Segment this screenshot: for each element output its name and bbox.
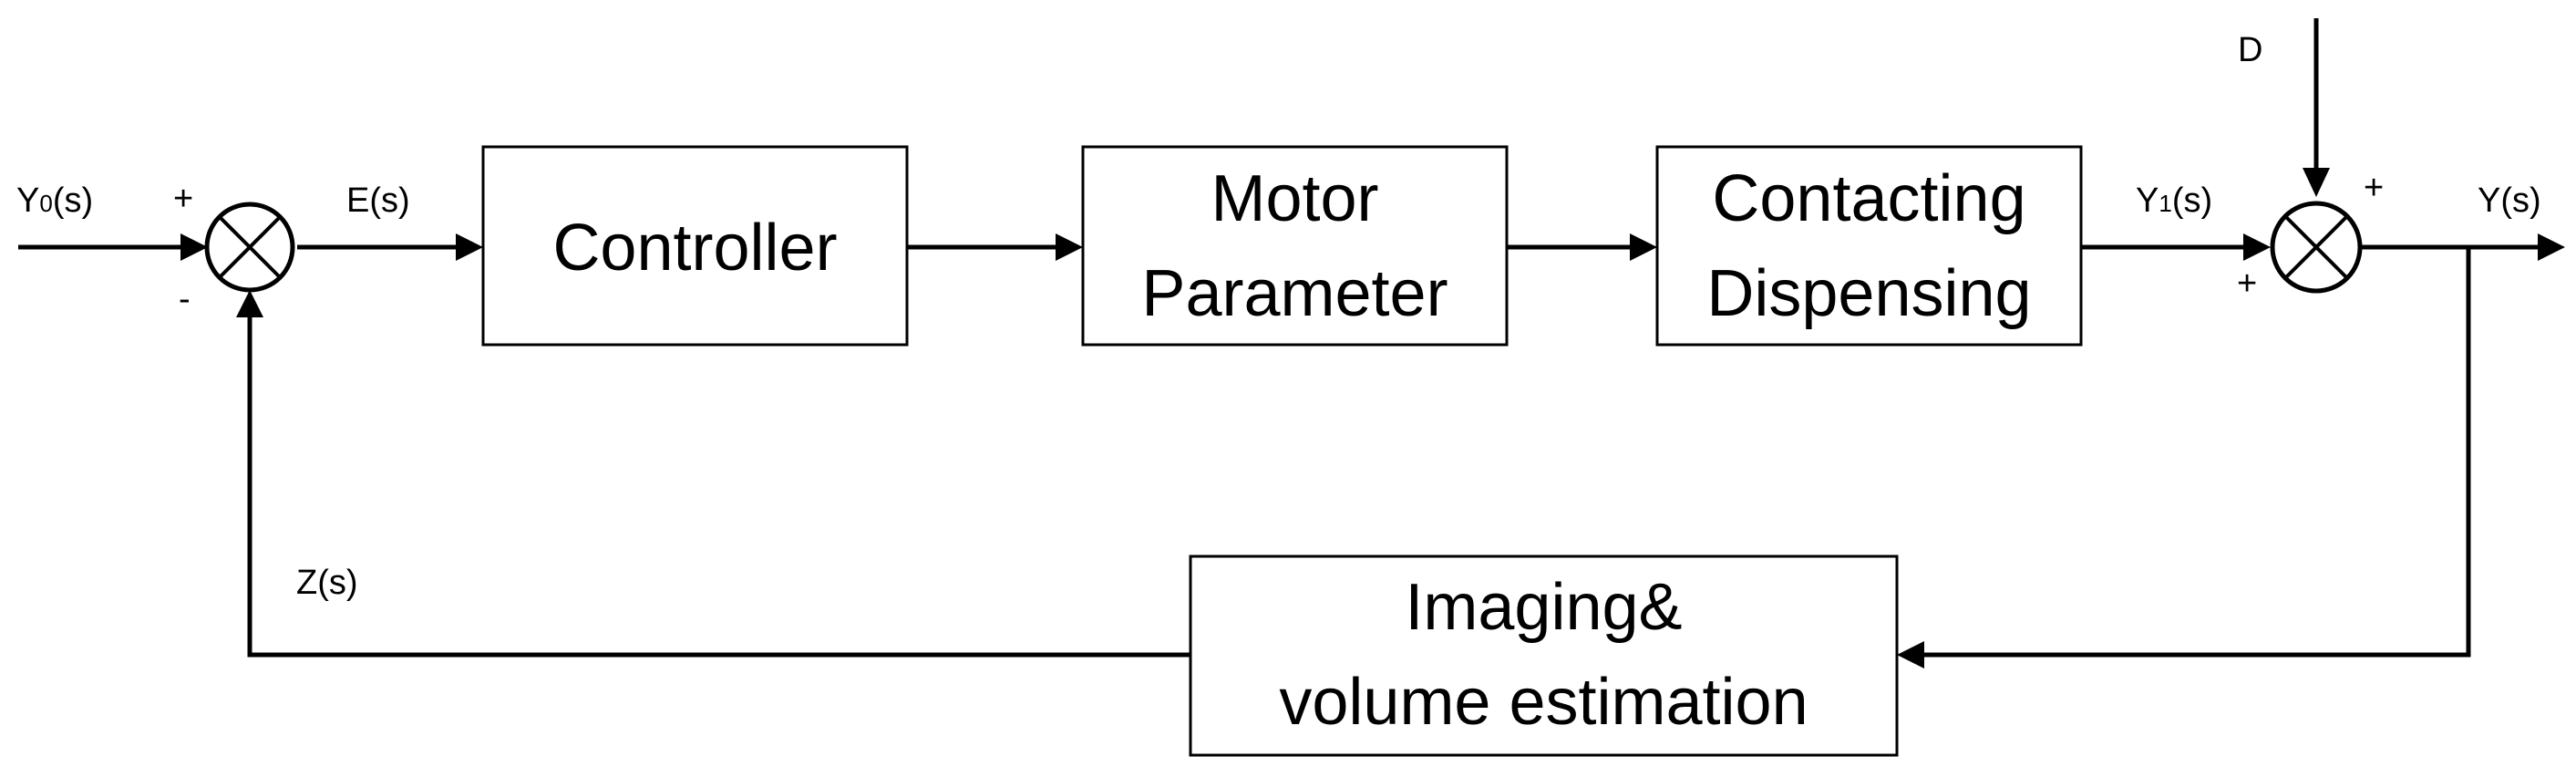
imaging-label-line1: Imaging& (1405, 571, 1682, 644)
arrowhead-into-sum1 (180, 233, 208, 261)
signal-y1-label: Y1(s) (2136, 181, 2212, 220)
sum1-plus-sign: + (173, 180, 193, 218)
sum2-plus-sign-top-right: + (2364, 169, 2384, 207)
summing-junction-2 (2270, 201, 2363, 294)
arrowhead-output (2538, 233, 2565, 261)
contacting-label-line2: Dispensing (1706, 257, 2031, 330)
imaging-label-line2: volume estimation (1279, 666, 1808, 739)
signal-y0-label: Y0(s) (16, 181, 93, 220)
contacting-dispensing-block: Contacting Dispensing (1655, 145, 2083, 347)
wire-feedback-return (247, 315, 1190, 658)
motor-parameter-block: Motor Parameter (1081, 145, 1509, 347)
motor-label-line1: Motor (1211, 162, 1378, 235)
motor-label-line2: Parameter (1141, 257, 1448, 330)
arrowhead-into-sum2 (2243, 233, 2271, 261)
controller-label: Controller (552, 212, 837, 285)
sum1-minus-sign: - (179, 280, 191, 318)
signal-z-label: Z(s) (296, 564, 358, 602)
sum2-plus-sign-bottom-left: + (2237, 264, 2257, 303)
imaging-volume-estimation-block: Imaging& volume estimation (1189, 555, 1899, 757)
contacting-label-line1: Contacting (1712, 162, 2025, 235)
summing-junction-1 (204, 202, 295, 293)
signal-y-label: Y(s) (2478, 181, 2541, 220)
disturbance-d-label: D (2238, 31, 2262, 69)
arrowhead-into-motor (1056, 233, 1083, 261)
arrowhead-into-sum1-bottom (236, 290, 263, 317)
controller-block: Controller (481, 145, 909, 347)
signal-e-label: E(s) (346, 181, 410, 220)
arrowhead-disturbance (2303, 168, 2330, 197)
arrowhead-into-contacting (1630, 233, 1657, 261)
arrowhead-into-controller (456, 233, 483, 261)
arrowhead-into-imaging (1897, 641, 1924, 669)
wire-feedback-down (1922, 247, 2471, 658)
